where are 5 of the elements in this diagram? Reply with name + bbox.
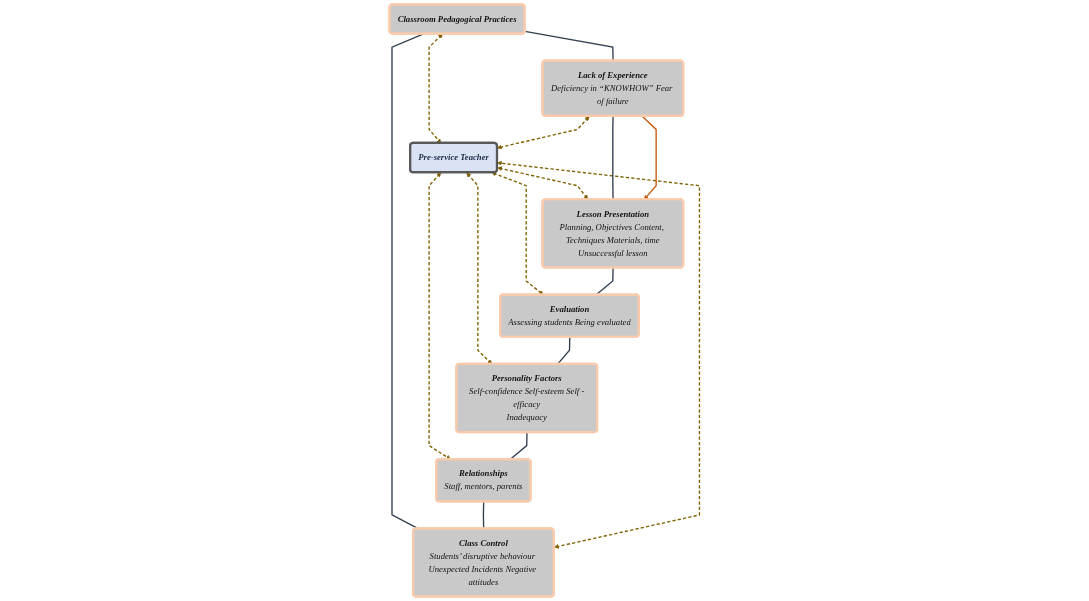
arrow <box>428 172 451 460</box>
arrow <box>497 116 590 150</box>
arrow <box>641 115 657 200</box>
arrow <box>497 166 589 200</box>
arrow <box>497 160 701 549</box>
